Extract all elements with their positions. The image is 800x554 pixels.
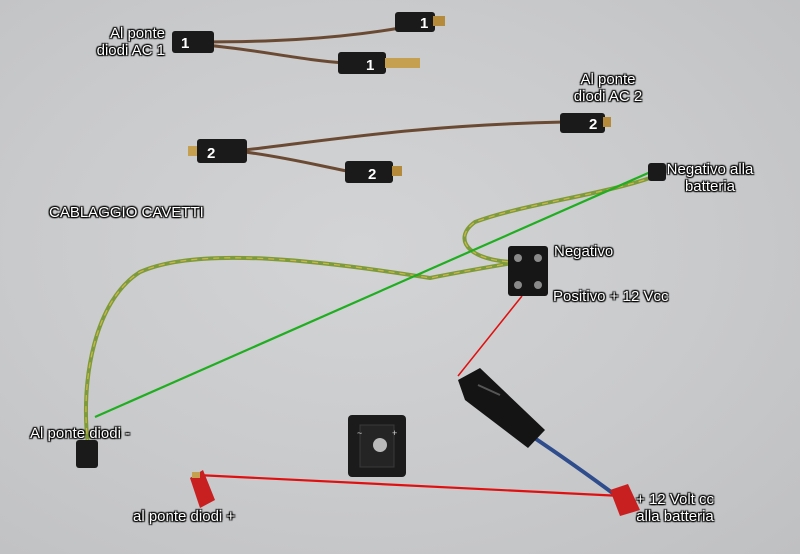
svg-text:+: + bbox=[392, 428, 397, 438]
label-positivo-12-vcc: Positivo + 12 Vcc bbox=[553, 288, 669, 305]
connector-negative-battery bbox=[648, 163, 666, 181]
connector-red-battery bbox=[610, 484, 640, 516]
label-line: diodi AC 1 bbox=[96, 42, 165, 59]
label-al-ponte-diodi-minus: Al ponte diodi - bbox=[30, 425, 131, 442]
fuse-holder bbox=[458, 368, 545, 448]
connector-ac1-right-bottom: 1 bbox=[338, 52, 420, 74]
wire-green-yellow bbox=[84, 255, 531, 446]
label-al-ponte-diodi-ac2: Al ponte diodi AC 2 bbox=[553, 71, 663, 105]
label-negativo: Negativo bbox=[554, 243, 614, 260]
label-12-volt-alla-batteria: + 12 Volt cc alla batteria bbox=[615, 491, 735, 525]
wire-blue bbox=[528, 433, 620, 499]
connector-ac1-right-top: 1 bbox=[395, 12, 445, 32]
connector-diodi-minus bbox=[76, 440, 98, 468]
label-line: alla batteria bbox=[636, 508, 714, 525]
svg-text:~: ~ bbox=[357, 428, 362, 438]
connector-ac2-right-top: 2 bbox=[560, 113, 611, 133]
label-line: Al ponte bbox=[109, 25, 165, 42]
guide-line-negative bbox=[94, 168, 656, 419]
wire-green-yellow-loop-stripe bbox=[463, 177, 651, 263]
label-line: diodi AC 2 bbox=[573, 88, 643, 105]
connector-ac1-left: 1 bbox=[172, 31, 214, 53]
connector-number: 2 bbox=[589, 116, 597, 133]
label-negativo-alla-batteria: Negativo alla batteria bbox=[650, 161, 770, 195]
label-line: batteria bbox=[684, 178, 736, 195]
guide-line-positive-long bbox=[196, 473, 623, 498]
wire-ac2-main bbox=[244, 120, 566, 152]
connector-number: 1 bbox=[181, 35, 189, 52]
connector-ac2-left: 2 bbox=[188, 139, 247, 163]
terminal-block bbox=[508, 246, 548, 296]
connector-number: 2 bbox=[207, 145, 215, 162]
label-al-ponte-diodi-ac1: Al ponte diodi AC 1 bbox=[60, 25, 165, 59]
label-title-cablaggio-cavetti: CABLAGGIO CAVETTI bbox=[49, 204, 204, 221]
connector-number: 1 bbox=[420, 15, 428, 32]
label-line: Al ponte bbox=[580, 71, 636, 88]
diode-bridge: ~ + bbox=[348, 415, 406, 477]
guide-line-positive-short bbox=[457, 295, 523, 377]
wire-green-yellow-stripe bbox=[85, 257, 531, 446]
connector-number: 2 bbox=[368, 166, 376, 183]
wire-ac1-branch bbox=[204, 43, 346, 65]
label-al-ponte-diodi-plus: al ponte diodi + bbox=[133, 508, 236, 525]
wire-ac2-branch bbox=[244, 150, 353, 174]
connector-red-diodi-plus bbox=[190, 470, 215, 508]
wire-ac1-main bbox=[199, 26, 401, 44]
connector-ac2-right-bottom: 2 bbox=[345, 161, 402, 183]
label-line: Negativo alla bbox=[666, 161, 754, 178]
label-line: + 12 Volt cc bbox=[636, 491, 714, 508]
connector-number: 1 bbox=[366, 57, 374, 74]
